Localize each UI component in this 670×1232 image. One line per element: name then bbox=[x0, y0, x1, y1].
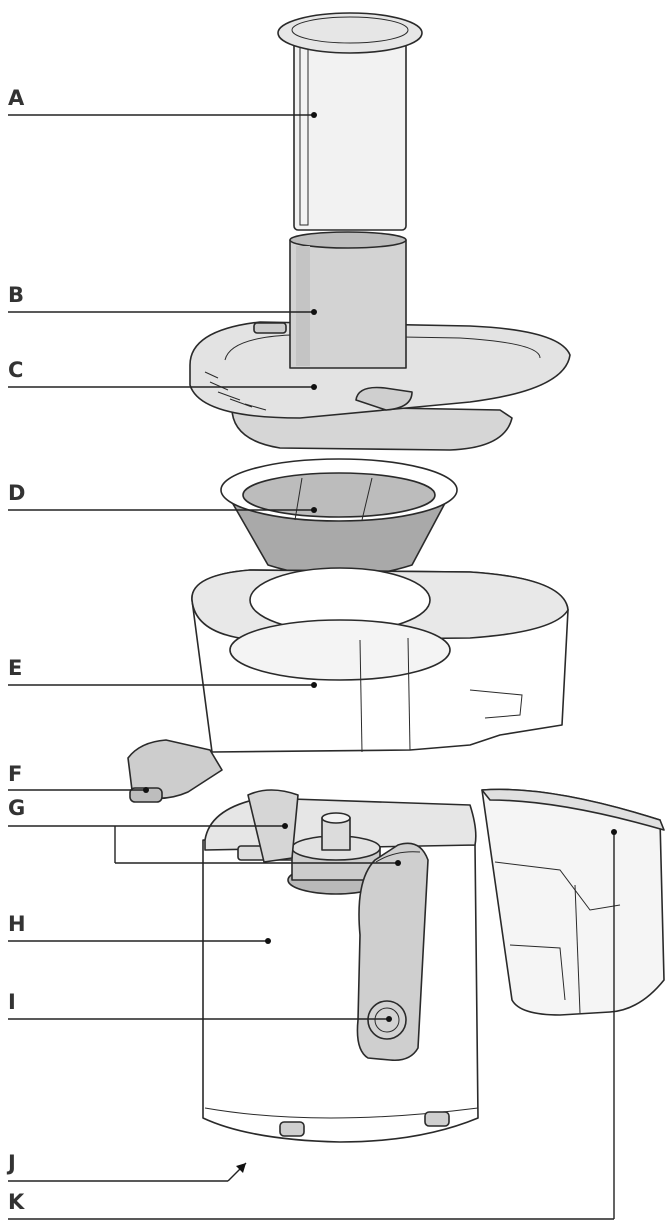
callout-c: C bbox=[8, 358, 317, 390]
anti-drip-spout bbox=[127, 739, 223, 803]
callout-e: E bbox=[8, 656, 317, 688]
label-c: C bbox=[8, 358, 23, 382]
callout-i: I bbox=[8, 990, 392, 1022]
callout-b: B bbox=[8, 283, 317, 315]
juice-jug bbox=[481, 788, 665, 1016]
callout-g: G bbox=[8, 796, 401, 866]
lid-vents bbox=[204, 371, 267, 411]
label-f: F bbox=[8, 762, 22, 786]
filter-basket bbox=[220, 458, 458, 578]
drive-coupling bbox=[287, 812, 385, 895]
callout-f: F bbox=[8, 762, 149, 793]
juice-collector bbox=[191, 567, 569, 753]
feed-tube bbox=[289, 231, 407, 369]
callout-k: K bbox=[8, 829, 617, 1220]
label-i: I bbox=[8, 990, 16, 1014]
label-k: K bbox=[8, 1190, 25, 1214]
callout-a: A bbox=[8, 86, 317, 118]
food-pusher bbox=[277, 12, 423, 231]
callout-j: J bbox=[6, 1151, 247, 1182]
label-j: J bbox=[6, 1151, 16, 1175]
lid bbox=[189, 321, 571, 451]
callout-h: H bbox=[8, 912, 271, 944]
label-b: B bbox=[8, 283, 24, 307]
label-g: G bbox=[8, 796, 25, 820]
callout-d: D bbox=[8, 481, 317, 513]
label-a: A bbox=[8, 86, 25, 110]
label-e: E bbox=[8, 656, 22, 680]
label-h: H bbox=[8, 912, 26, 936]
label-d: D bbox=[8, 481, 25, 505]
